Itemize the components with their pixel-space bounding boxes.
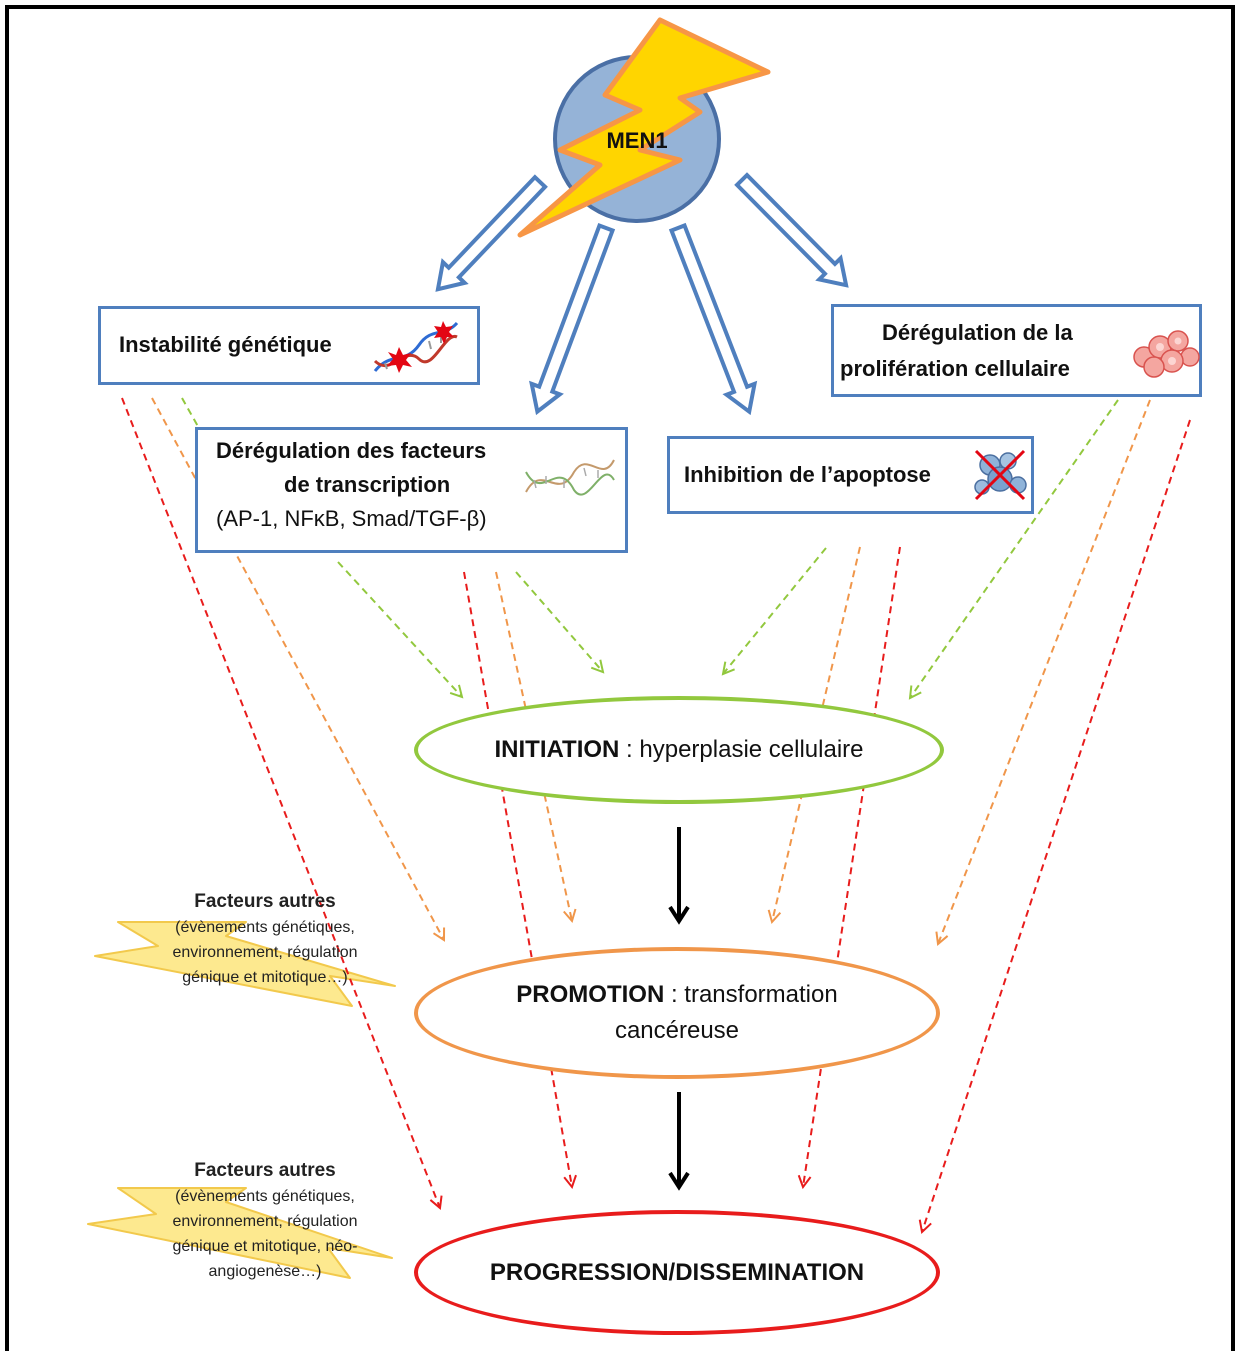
hollow-arrow bbox=[668, 222, 758, 416]
cell-cluster-icon bbox=[1133, 330, 1200, 378]
factor-bolt-icon bbox=[87, 1187, 393, 1279]
apoptosis-crossed-icon bbox=[974, 449, 1027, 501]
initiation-title: INITIATION bbox=[494, 736, 620, 763]
progression-title: PROGRESSION/DISSEMINATION bbox=[489, 1258, 865, 1286]
hollow-arrow bbox=[435, 174, 548, 292]
factors-text: (évènements génétiques, environnement, r… bbox=[172, 919, 358, 987]
box-line: Dérégulation de la bbox=[882, 320, 1073, 345]
lightning-bolt-icon bbox=[517, 17, 771, 238]
box-line: Dérégulation des facteurs bbox=[216, 438, 487, 463]
box-proliferation: Dérégulation de la prolifération cellula… bbox=[831, 304, 1202, 397]
factors-title: Facteurs autres bbox=[194, 891, 336, 912]
green-dashed-arrow bbox=[515, 571, 605, 674]
box-label: Instabilité génétique bbox=[119, 332, 332, 358]
green-dashed-arrow bbox=[337, 561, 464, 699]
box-instabilite-genetique: Instabilité génétique bbox=[98, 306, 480, 385]
promotion-ellipse: PROMOTION : transformation cancéreuse bbox=[414, 947, 940, 1079]
initiation-desc: : hyperplasie cellulaire bbox=[619, 736, 864, 763]
diagram-frame bbox=[5, 5, 1235, 1351]
box-line: prolifération cellulaire bbox=[840, 356, 1070, 382]
factors-title: Facteurs autres bbox=[194, 1160, 336, 1181]
red-dashed-arrow bbox=[463, 571, 577, 1190]
box-line: de transcription bbox=[284, 472, 451, 498]
hollow-arrow bbox=[734, 172, 849, 288]
box-detail: (AP-1, NFκB, Smad/TGF-β) bbox=[216, 506, 487, 532]
progression-ellipse: PROGRESSION/DISSEMINATION bbox=[414, 1210, 940, 1335]
box-facteurs-transcription: Dérégulation des facteurs de transcripti… bbox=[195, 427, 628, 553]
green-dashed-arrow bbox=[181, 397, 201, 431]
red-dashed-arrow bbox=[918, 419, 1191, 1234]
orange-dashed-arrow bbox=[935, 399, 1151, 946]
factors-promotion: Facteurs autres (évènements génétiques, … bbox=[140, 887, 390, 991]
factors-progression: Facteurs autres (évènements génétiques, … bbox=[140, 1156, 390, 1285]
factor-bolt-icon bbox=[94, 921, 396, 1007]
dna-damage-icon bbox=[373, 321, 459, 373]
initiation-ellipse: INITIATION : hyperplasie cellulaire bbox=[414, 696, 944, 804]
red-dashed-arrow bbox=[121, 397, 443, 1210]
promotion-title: PROMOTION bbox=[516, 981, 665, 1008]
box-inhibition-apoptose: Inhibition de l’apoptose bbox=[667, 436, 1034, 514]
factors-text: (évènements génétiques, environnement, r… bbox=[172, 1188, 358, 1280]
green-dashed-arrow bbox=[908, 399, 1119, 700]
green-dashed-arrow bbox=[721, 547, 827, 676]
dna-helix-icon bbox=[525, 459, 615, 496]
red-dashed-arrow bbox=[797, 546, 901, 1190]
promotion-desc: : transformation cancéreuse bbox=[614, 981, 838, 1044]
hollow-arrow bbox=[529, 222, 616, 416]
men1-label: MEN1 bbox=[606, 128, 667, 153]
box-label: Inhibition de l’apoptose bbox=[684, 461, 931, 487]
